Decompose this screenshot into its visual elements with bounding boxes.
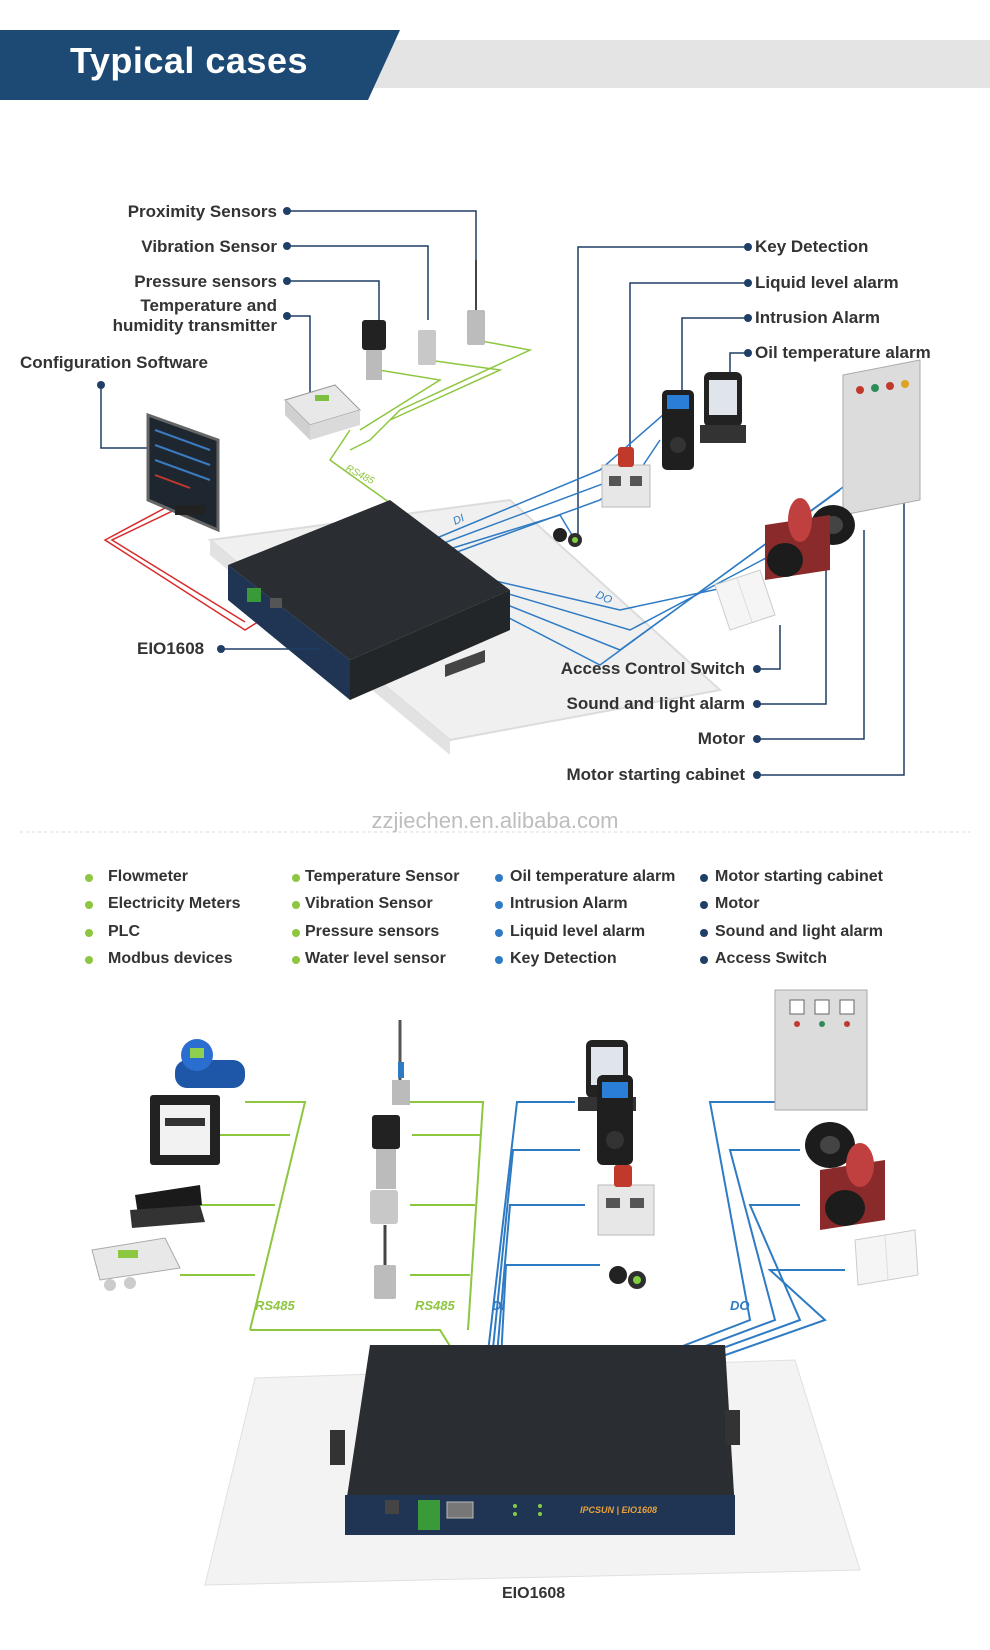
legend-dot-blue (495, 874, 503, 882)
label-device-bottom: EIO1608 (502, 1585, 566, 1602)
modbus-device-image (91, 1237, 181, 1291)
label-sound-and-light-alarm: Sound and light alarm (566, 694, 745, 713)
oil-temp-alarm-image (700, 372, 746, 443)
legend-modbus-devices: Modbus devices (108, 950, 233, 967)
legend-motor-starting-cabinet: Motor starting cabinet (715, 868, 884, 885)
sound-light-alarm-bottom-image (820, 1143, 885, 1230)
label-temperature-and: Temperature and (140, 296, 277, 315)
intrusion-alarm-bottom-image (597, 1075, 633, 1165)
label-dots-top (97, 207, 761, 779)
liquid-level-alarm-bottom-image (597, 1165, 655, 1236)
label-pressure-sensors: Pressure sensors (134, 272, 277, 291)
label-vibration-sensor: Vibration Sensor (141, 237, 277, 256)
di-label-top: DI (451, 512, 466, 528)
page-title: Typical cases (70, 40, 308, 81)
pressure-sensor-bottom-image (374, 1225, 396, 1299)
access-switch-image-top (714, 569, 776, 631)
di-lines-bottom (484, 1101, 600, 1379)
rs485-lines-bottom-left (180, 1101, 471, 1379)
legend-dot-blue (495, 901, 503, 909)
legend-dot-green (85, 874, 93, 882)
label-oil-temperature-alarm: Oil temperature alarm (755, 343, 931, 362)
rs485-label-top: RS485 (344, 463, 377, 487)
legend-dot-green (85, 901, 93, 909)
legend-plc: PLC (108, 923, 140, 940)
watermark: zzjiechen.en.alibaba.com (371, 808, 619, 833)
intrusion-alarm-image (662, 390, 694, 470)
legend-motor: Motor (715, 895, 760, 912)
right-leader-lines-bottom (757, 480, 905, 776)
rs485-label-bottom-mid: RS485 (415, 1298, 455, 1313)
motor-starting-cabinet-image (842, 359, 921, 516)
legend-vibration-sensor: Vibration Sensor (305, 895, 433, 912)
legend-intrusion-alarm: Intrusion Alarm (510, 895, 628, 912)
legend-dot-green (85, 956, 93, 964)
legend-key-detection: Key Detection (510, 950, 617, 967)
di-label-bottom: DI (492, 1298, 505, 1313)
rs485-lines-bottom-mid (410, 1101, 485, 1331)
label-access-control-switch: Access Control Switch (560, 659, 745, 678)
legend-dot-green (292, 929, 300, 937)
legend-liquid-level-alarm: Liquid level alarm (510, 923, 646, 940)
flowmeter-image (175, 1039, 245, 1088)
temp-humidity-box-image (284, 384, 361, 440)
legend-dot-navy (700, 929, 708, 937)
key-detection-bottom-image (609, 1266, 646, 1289)
access-switch-bottom-image (854, 1229, 919, 1286)
legend-dot-blue (495, 929, 503, 937)
motor-starting-cabinet-bottom-image (774, 989, 868, 1111)
legend-dot-blue (495, 956, 503, 964)
right-leader-lines-top (577, 246, 748, 535)
eio1608-device-bottom (330, 1345, 740, 1535)
legend-water-level-sensor: Water level sensor (305, 950, 446, 967)
legend-electricity-meters: Electricity Meters (108, 895, 241, 912)
monitor-image (146, 412, 220, 533)
legend-pressure-sensors: Pressure sensors (305, 923, 440, 940)
liquid-level-alarm-image (601, 447, 651, 508)
label-humidity-transmitter: humidity transmitter (112, 316, 277, 335)
vibration-sensor-image (418, 330, 436, 365)
label-liquid-level-alarm: Liquid level alarm (755, 273, 899, 292)
legend-dot-navy (700, 874, 708, 882)
legend-flowmeter: Flowmeter (108, 868, 189, 885)
legend-dot-green (292, 874, 300, 882)
header-gray-band (372, 40, 990, 88)
legend-dot-green (292, 901, 300, 909)
legend-dot-green (292, 956, 300, 964)
legend-oil-temperature-alarm: Oil temperature alarm (510, 868, 676, 885)
key-detection-image (553, 528, 582, 547)
eio1608-device-top (228, 500, 510, 700)
legend-dot-navy (700, 956, 708, 964)
label-device-top: EIO1608 (137, 639, 205, 658)
water-level-sensor-image (392, 1020, 410, 1105)
sound-light-alarm-image-top (765, 498, 830, 580)
label-motor: Motor (697, 729, 745, 748)
legend-sound-and-light-alarm: Sound and light alarm (715, 923, 884, 940)
temperature-sensor-image (372, 1115, 400, 1189)
rs485-label-bottom-left: RS485 (255, 1298, 295, 1313)
legend-dot-green (85, 929, 93, 937)
proximity-sensor-image (467, 260, 485, 345)
legend-access-switch: Access Switch (715, 950, 828, 967)
rs485-lines-top (328, 339, 533, 526)
label-intrusion-alarm: Intrusion Alarm (755, 308, 880, 327)
label-key-detection: Key Detection (755, 237, 869, 256)
header-bar (0, 30, 400, 100)
label-proximity-sensors: Proximity Sensors (127, 202, 277, 221)
label-configuration-software: Configuration Software (20, 353, 208, 372)
label-motor-starting-cabinet: Motor starting cabinet (566, 765, 745, 784)
device-brand-bottom: IPCSUN | EIO1608 (580, 1505, 657, 1515)
motor-bottom-image (805, 1122, 855, 1168)
electricity-meter-image (150, 1095, 220, 1165)
legend-dot-navy (700, 901, 708, 909)
legend-temperature-sensor: Temperature Sensor (305, 868, 460, 885)
plc-image (130, 1185, 205, 1228)
pressure-sensor-image (362, 320, 386, 380)
vibration-sensor-bottom-image (370, 1190, 398, 1224)
do-label-bottom: DO (730, 1298, 750, 1313)
